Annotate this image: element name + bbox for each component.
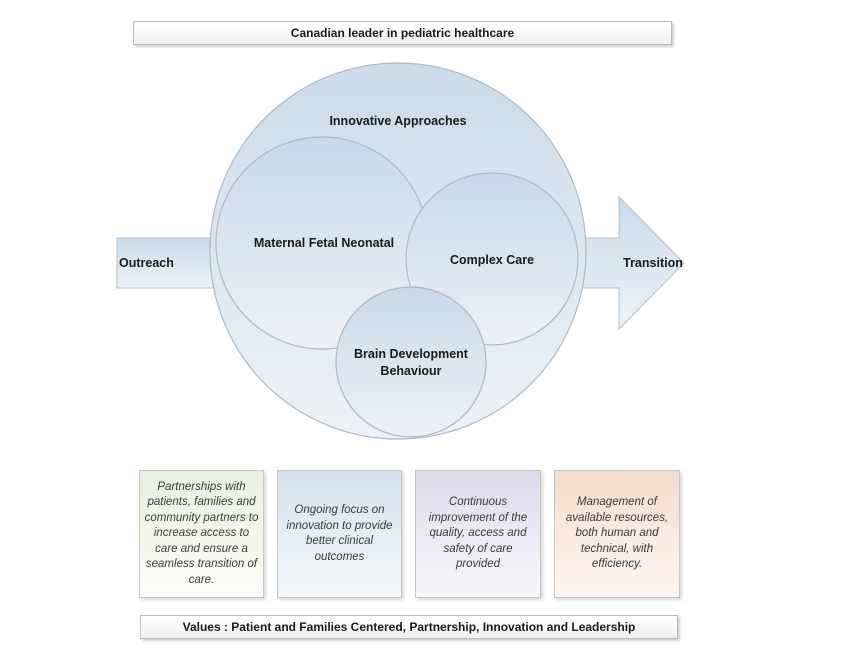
card-resources-text: Management of available resources, both … [565, 496, 669, 571]
maternal-fetal-neonatal-label: Maternal Fetal Neonatal [254, 236, 394, 250]
outreach-label: Outreach [119, 256, 174, 270]
circle-diagram: Outreach Transition Innovative Approache… [116, 62, 685, 440]
values-banner: Values : Patient and Families Centered, … [140, 615, 678, 639]
brain-development-label-line1: Brain Development [354, 347, 469, 361]
card-improvement-text: Continuous improvement of the quality, a… [428, 496, 528, 571]
card-partnerships: Partnerships with patients, families and… [139, 470, 264, 598]
values-text: Values : Patient and Families Centered, … [182, 620, 636, 634]
card-partnerships-text: Partnerships with patients, families and… [144, 480, 259, 586]
transition-label: Transition [623, 256, 683, 270]
innovative-approaches-label: Innovative Approaches [329, 114, 466, 128]
card-innovation-text: Ongoing focus on innovation to provide b… [286, 504, 393, 563]
top-banner-title: Canadian leader in pediatric healthcare [290, 26, 515, 40]
complex-care-label: Complex Care [450, 253, 534, 267]
top-banner: Canadian leader in pediatric healthcare [133, 21, 672, 45]
brain-development-label-line2: Behaviour [380, 364, 441, 378]
card-innovation: Ongoing focus on innovation to provide b… [277, 470, 402, 598]
card-improvement: Continuous improvement of the quality, a… [415, 470, 541, 598]
circle-brain-development [335, 286, 487, 438]
card-resources: Management of available resources, both … [554, 470, 680, 598]
